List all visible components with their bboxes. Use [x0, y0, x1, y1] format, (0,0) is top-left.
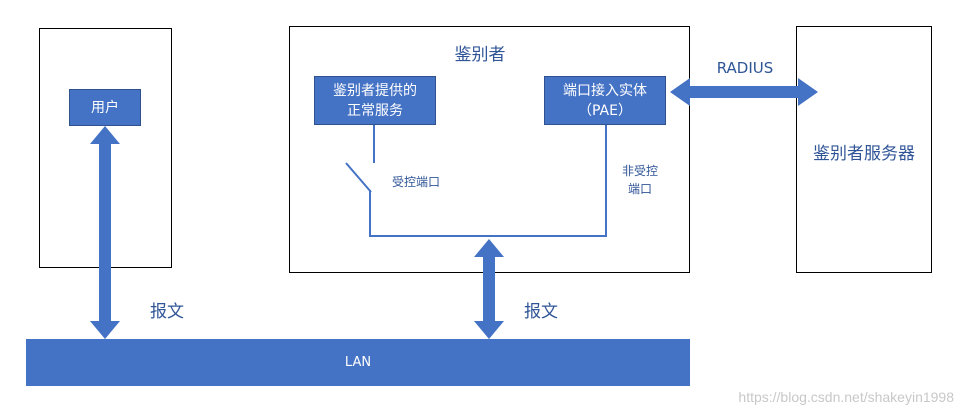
user-lan-double-arrow [90, 126, 120, 339]
authenticator-title: 鉴别者 [454, 45, 506, 65]
pae-label: 端口接入实体 （PAE） [563, 82, 647, 119]
auth-server-box [796, 26, 932, 273]
port-bus-line [369, 235, 607, 237]
user-box: 用户 [69, 89, 141, 126]
message-label-right: 报文 [524, 302, 558, 322]
authenticator-box [289, 26, 690, 273]
authenticator-lan-double-arrow [474, 239, 504, 339]
message-label-left: 报文 [150, 302, 184, 322]
controlled-port-label: 受控端口 [392, 175, 441, 189]
controlled-port-line-bottom [369, 190, 371, 237]
auth-server-label: 鉴别者服务器 [813, 144, 915, 164]
controlled-port-line-top [373, 125, 375, 163]
user-label: 用户 [91, 99, 119, 116]
normal-service-label: 鉴别者提供的 正常服务 [333, 82, 417, 119]
controlled-port-switch [345, 162, 372, 193]
uncontrolled-port-label: 非受控 端口 [621, 164, 658, 196]
lan-bar: LAN [26, 339, 690, 386]
pae-box: 端口接入实体 （PAE） [544, 76, 666, 125]
uncontrolled-port-line [605, 125, 607, 237]
watermark: https://blog.csdn.net/shakeyin1998 [738, 389, 954, 405]
normal-service-box: 鉴别者提供的 正常服务 [314, 76, 436, 125]
lan-label: LAN [344, 354, 372, 370]
radius-label: RADIUS [716, 59, 774, 77]
radius-double-arrow [670, 78, 818, 106]
